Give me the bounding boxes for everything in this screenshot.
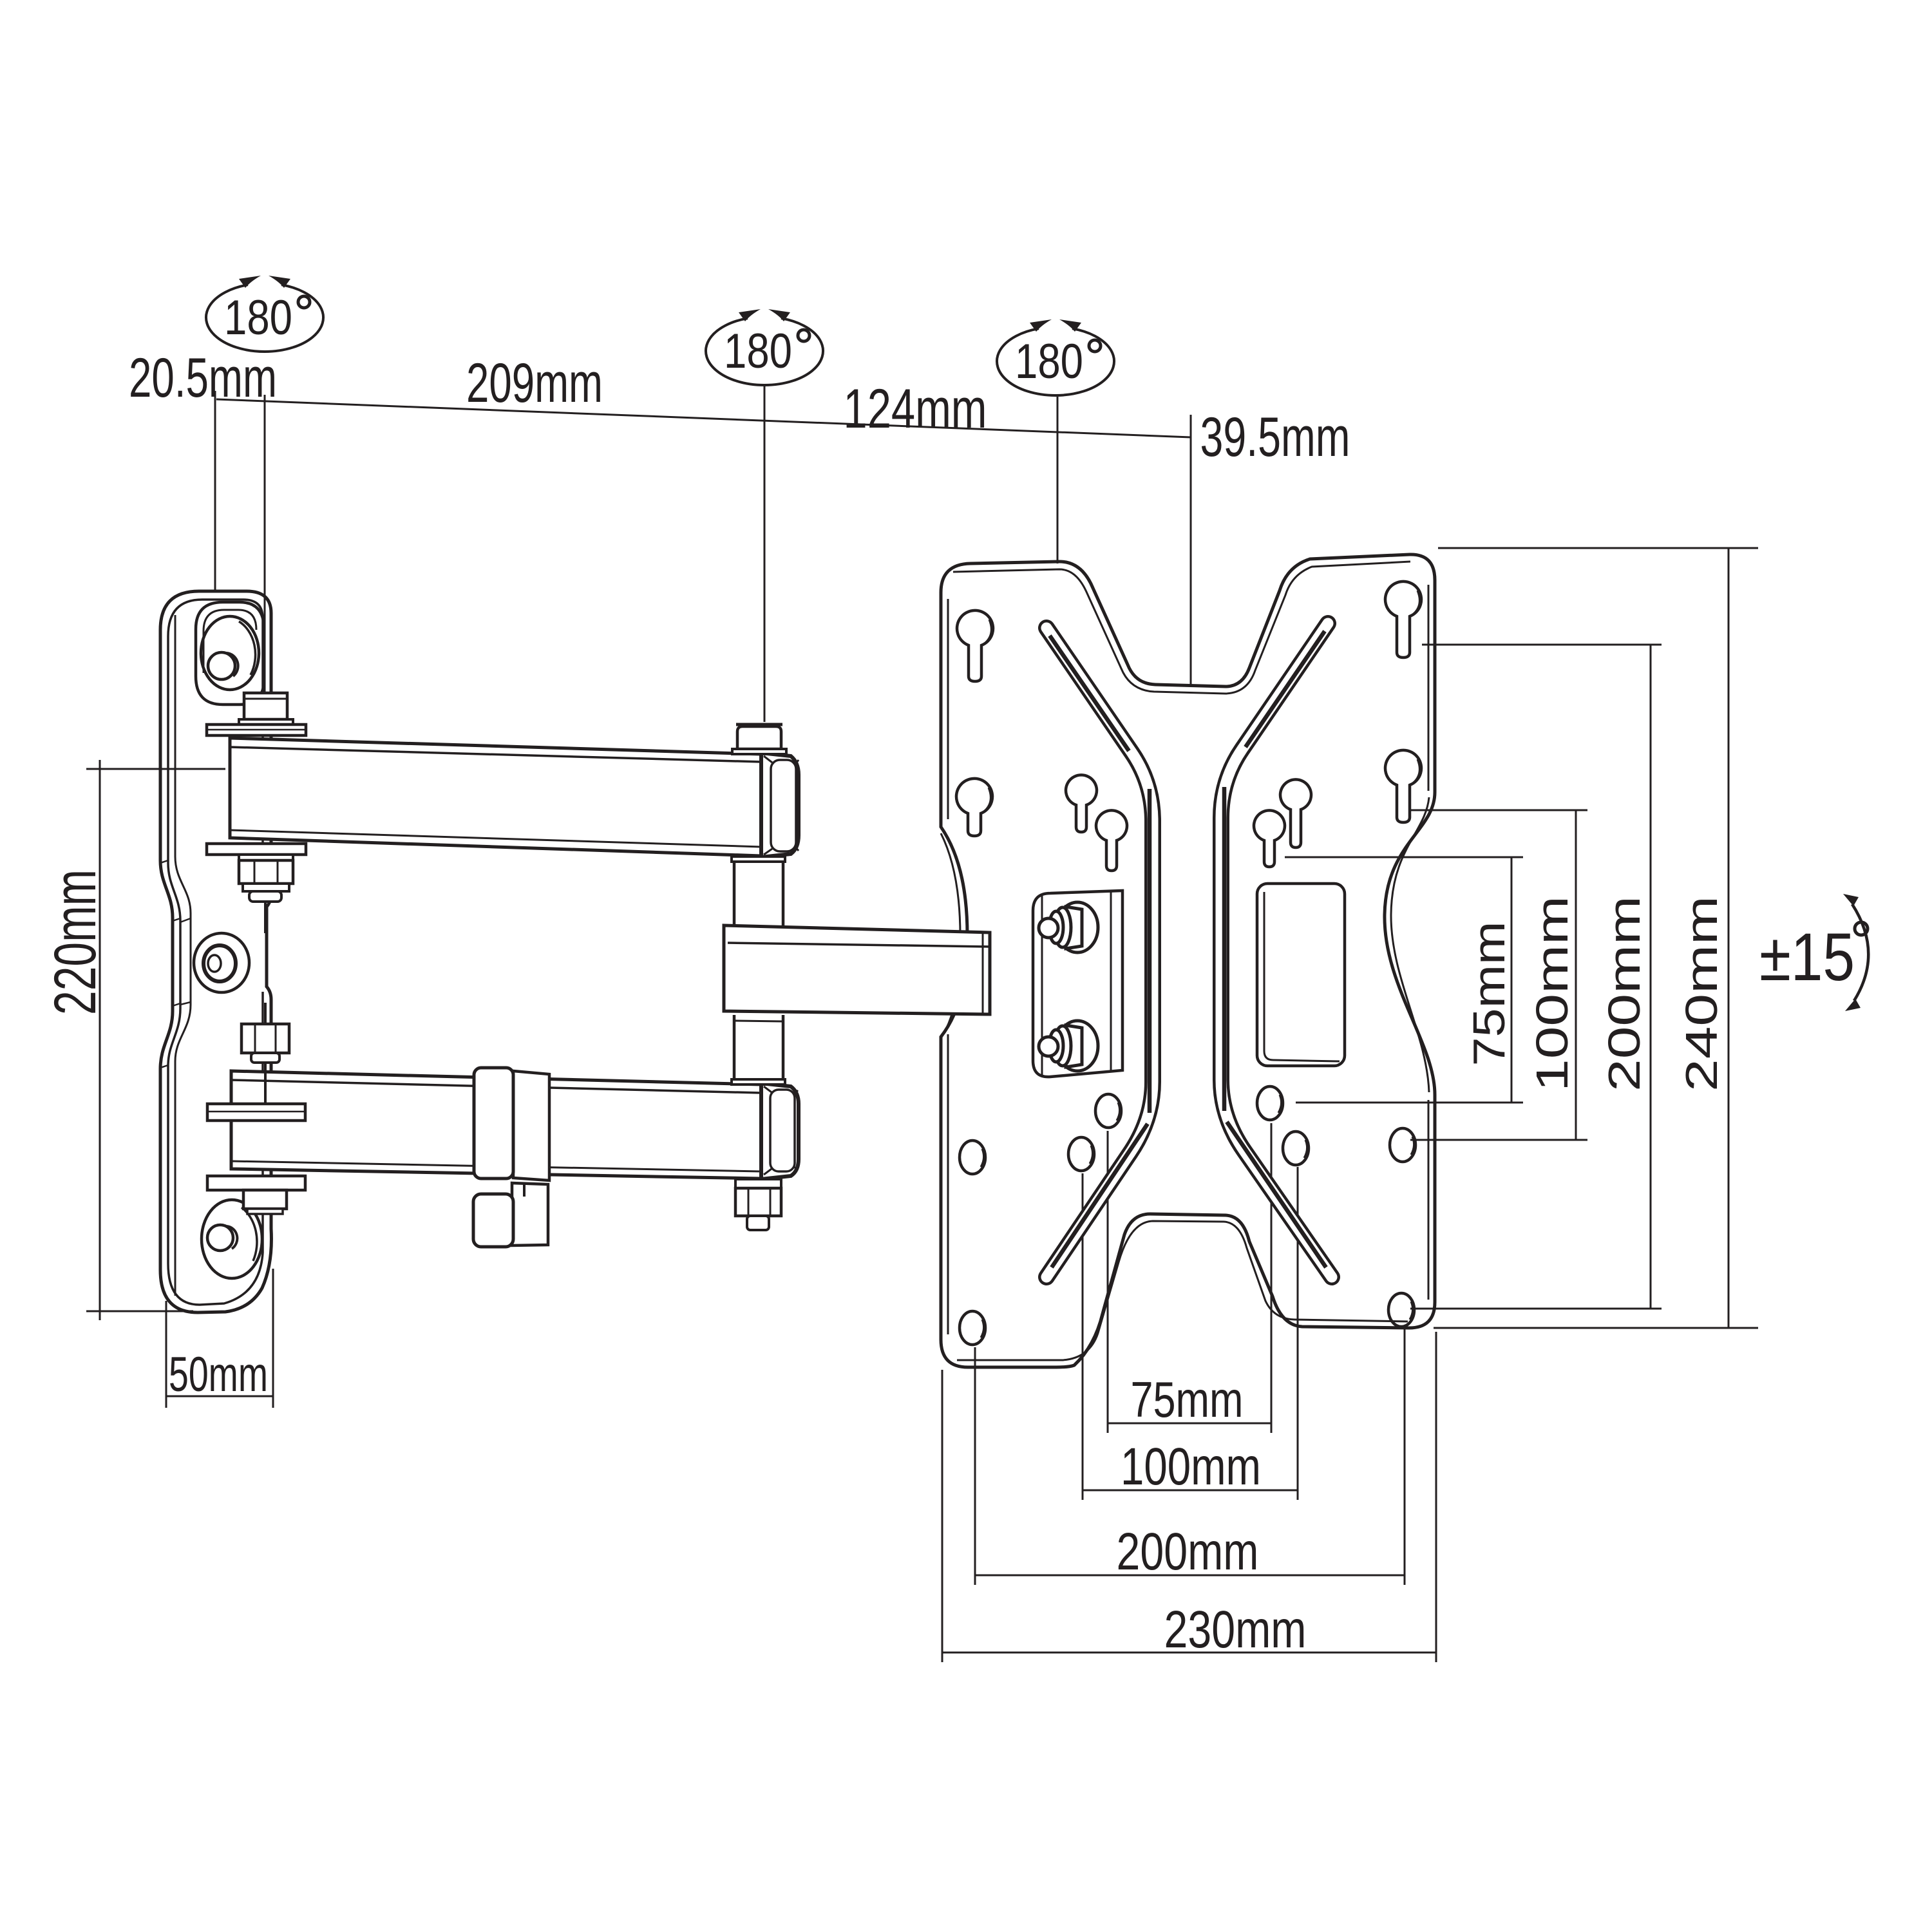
svg-text:200mm: 200mm (1599, 896, 1649, 1092)
svg-text:50mm: 50mm (169, 1347, 268, 1402)
svg-text:100mm: 100mm (1121, 1437, 1261, 1496)
svg-text:100mm: 100mm (1527, 896, 1577, 1092)
svg-text:20.5mm: 20.5mm (129, 347, 277, 409)
svg-text:39.5mm: 39.5mm (1200, 406, 1350, 468)
svg-text:230mm: 230mm (1164, 1600, 1307, 1659)
svg-text:75mm: 75mm (1131, 1371, 1244, 1428)
svg-text:209mm: 209mm (466, 352, 603, 414)
svg-text:240mm: 240mm (1676, 896, 1727, 1092)
svg-text:200mm: 200mm (1117, 1522, 1259, 1581)
svg-text:75mm: 75mm (1464, 922, 1514, 1066)
svg-text:±15: ±15 (1759, 920, 1855, 995)
svg-text:124mm: 124mm (844, 378, 987, 440)
svg-text:220mm: 220mm (43, 869, 108, 1015)
